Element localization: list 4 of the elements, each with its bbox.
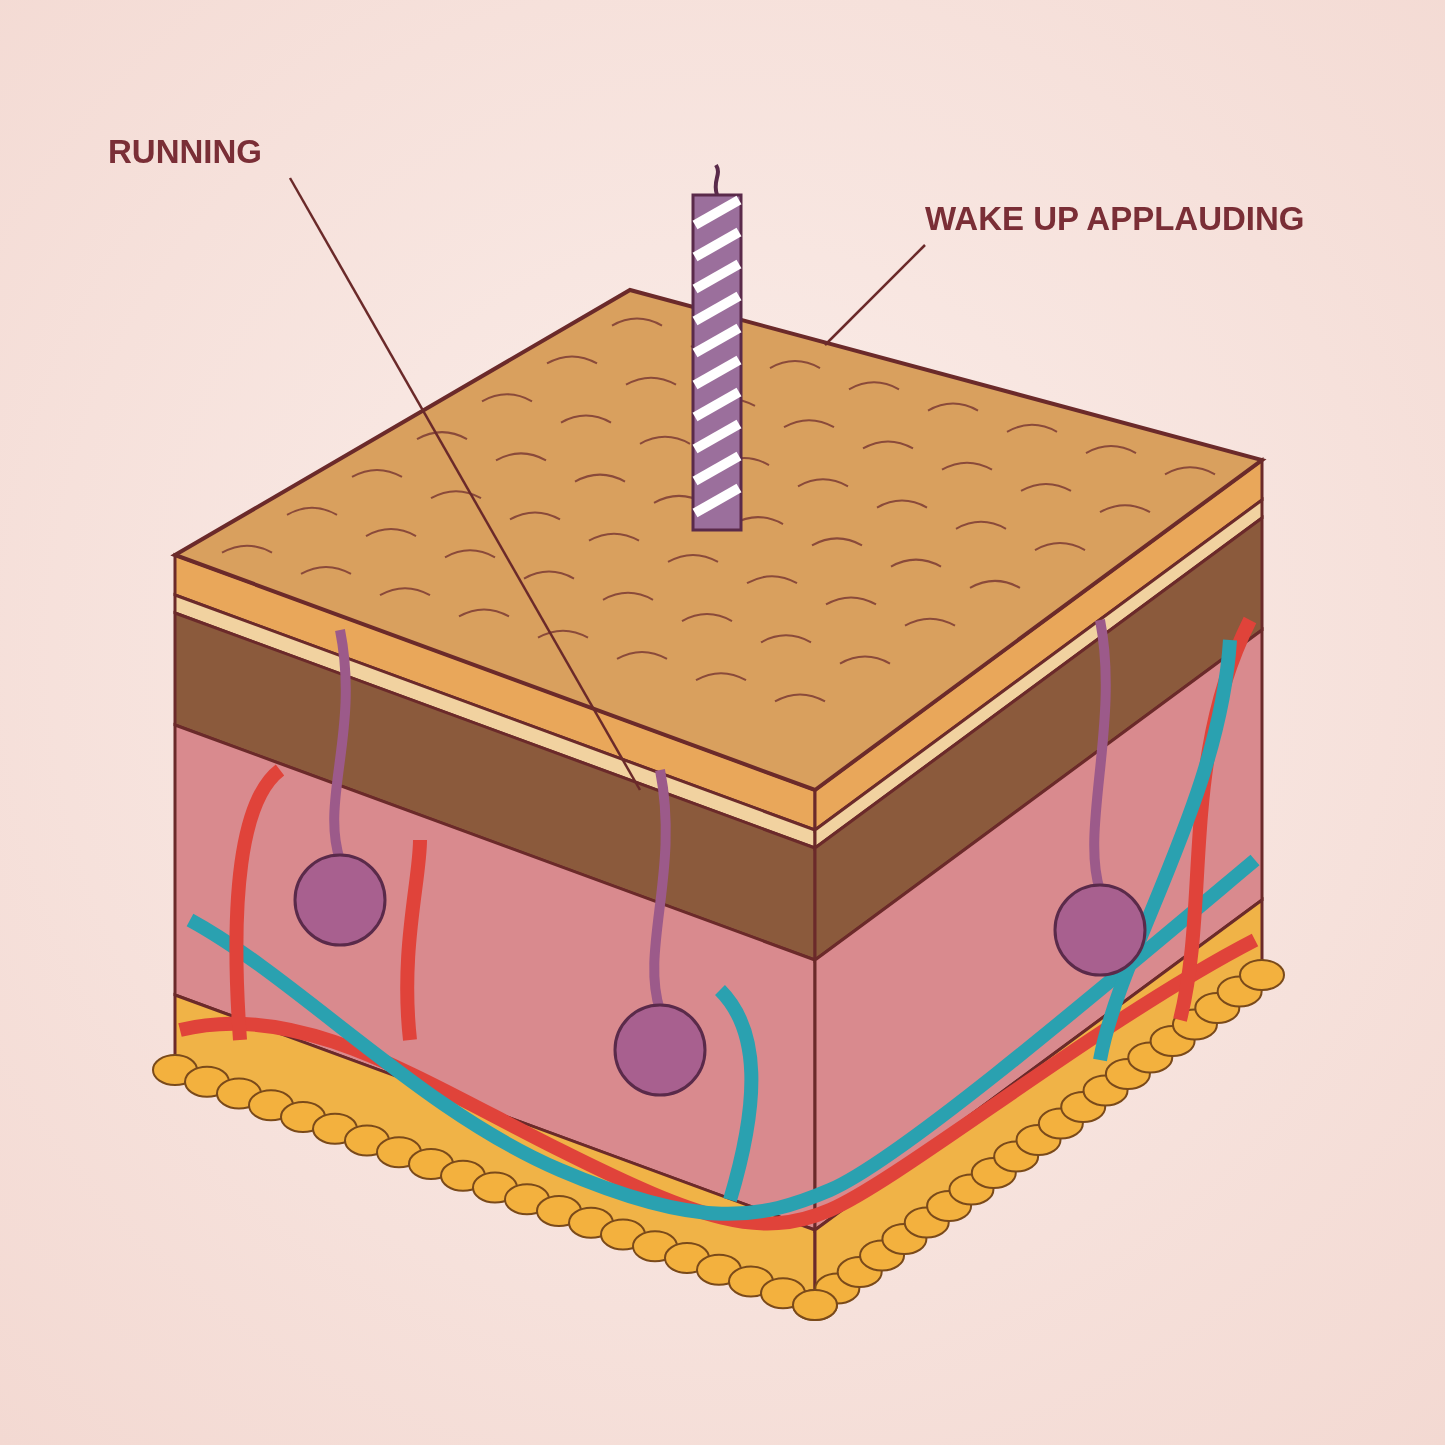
leader-line (288, 177, 642, 791)
callout-label: WAKE UP APPLAUDING (925, 200, 1305, 238)
leader-line (824, 244, 926, 346)
callout-label: RUNNING (108, 133, 262, 171)
